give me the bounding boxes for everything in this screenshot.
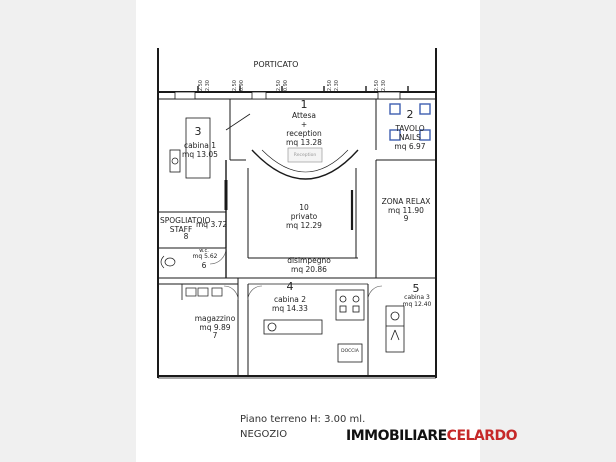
door-swings: [209, 247, 383, 301]
room-number-3: 3: [194, 125, 202, 138]
room-area-cabina1: mq 13.05: [182, 150, 218, 159]
room-area-spogliatoio: mq 3.72: [196, 220, 228, 229]
dim-label: 2.50: [327, 80, 333, 92]
room-sub-7: 7: [212, 331, 218, 340]
room-number-10: 10: [299, 203, 309, 212]
room-name-cabina1: cabina 1: [183, 141, 217, 150]
room-area-wc: mq 5.62: [192, 253, 218, 260]
room-name-nails: NAILS: [399, 133, 421, 142]
property-type-caption: NEGOZIO: [240, 429, 288, 440]
room-sub-8: 8: [183, 232, 189, 241]
cabina2-fixtures: [263, 289, 365, 363]
room-area-magazzino: mq 9.89: [199, 323, 231, 332]
room-name-staff: STAFF: [169, 225, 193, 234]
right-margin-band: [480, 0, 616, 462]
room-name-reception: reception: [286, 129, 322, 138]
room-name-privato: privato: [290, 212, 318, 221]
dim-label: 0.90: [283, 80, 289, 92]
reception-curved-wall: [251, 149, 359, 180]
nails-chairs: [389, 103, 431, 141]
left-margin-band: [0, 0, 136, 462]
room-name-cabina2: cabina 2: [273, 295, 307, 304]
cabina3-bed: [385, 305, 405, 353]
dim-label: 2.50: [232, 80, 238, 92]
agency-logo-part1: IMMOBILIARE: [346, 428, 447, 444]
cabina1-bed: [185, 117, 211, 179]
room-name-zona-relax: ZONA RELAX: [381, 197, 431, 206]
room-name-attesa: Attesa: [292, 111, 316, 120]
room-number-5: 5: [412, 282, 420, 295]
reception-sign: Reception: [293, 153, 317, 158]
dim-label: 2.30: [381, 80, 387, 92]
room-area-cabina2: mq 14.33: [272, 304, 308, 313]
cabina1-sink: [169, 149, 181, 173]
front-window-marks: [174, 91, 401, 100]
room-area-disimpegno: mq 20.86: [291, 265, 327, 274]
room-name-cabina3: cabina 3: [404, 294, 430, 301]
interior-walls: [158, 99, 436, 376]
room-name-spogliatoio: SPOGLIATOIO: [160, 216, 211, 225]
dim-label: 2.30: [334, 80, 340, 92]
room-area-attesa: mq 13.28: [286, 138, 322, 147]
room-area-privato: mq 12.29: [286, 221, 322, 230]
dim-label: 0.90: [239, 80, 245, 92]
room-sub-6: 6: [201, 261, 207, 270]
room-name-plus: +: [300, 120, 308, 129]
room-name-tavolo: TAVOLO: [395, 124, 425, 133]
dim-label: 2.50: [374, 80, 380, 92]
room-number-1: 1: [300, 98, 308, 111]
room-area-cabina3: mq 12.40: [402, 301, 432, 308]
porch-columns: [197, 86, 409, 92]
wc-fixtures: [160, 255, 223, 297]
dim-label: 2.50: [276, 80, 282, 92]
room-name-wc: w.c.: [199, 248, 209, 254]
room-name-disimpegno: disimpegno: [287, 256, 331, 265]
agency-logo-part2: CELARDO: [446, 428, 518, 444]
room-number-4: 4: [286, 280, 294, 293]
porch-label: PORTICATO: [253, 60, 299, 69]
dim-label: 2.30: [205, 80, 211, 92]
room-name-magazzino: magazzino: [194, 314, 236, 323]
dim-label: 2.50: [198, 80, 204, 92]
room-area-tavolo: mq 6.97: [394, 142, 426, 151]
reception-desk: [287, 147, 323, 163]
agency-logo: IMMOBILIARECELARDO: [346, 428, 518, 444]
room-area-zona-relax: mq 11.90: [388, 206, 424, 215]
room-number-2: 2: [406, 108, 414, 121]
room-sub-9: 9: [403, 214, 409, 223]
doccia-label: DOCCIA: [341, 349, 359, 354]
floor-caption: Piano terreno H: 3.00 ml.: [240, 414, 366, 425]
